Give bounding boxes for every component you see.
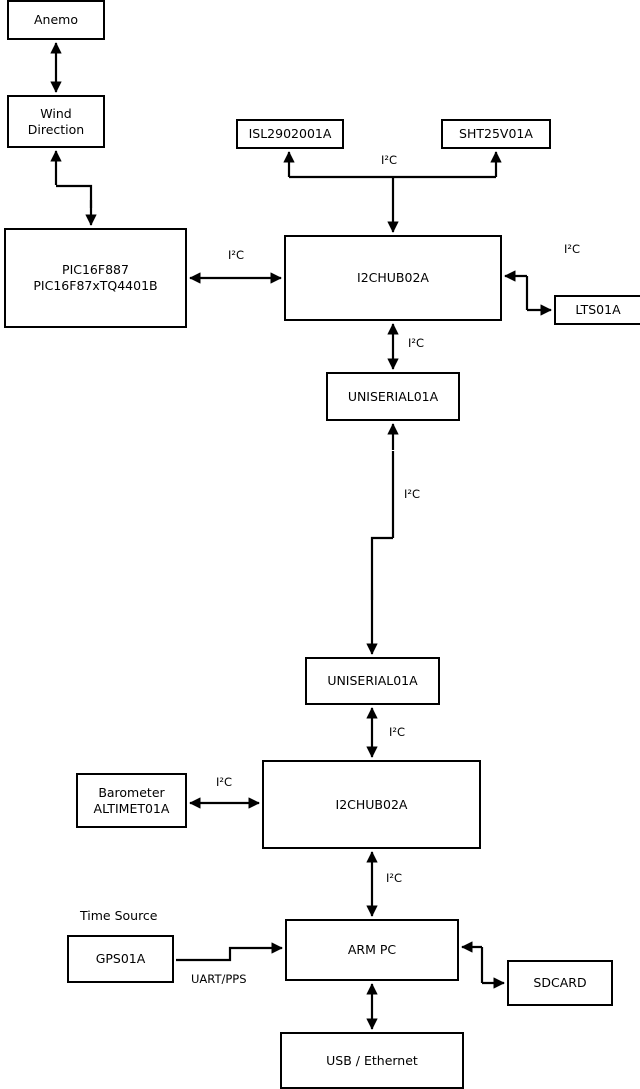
label-time-source: Time Source <box>80 908 158 923</box>
edge-label-i2c-uniserial-hub2: I²C <box>389 725 406 739</box>
node-lts01a[interactable]: LTS01A <box>554 295 640 325</box>
node-wind-direction-label: Wind Direction <box>27 105 85 137</box>
node-sdcard-label: SDCARD <box>533 975 587 991</box>
node-uniserial01a-upper-label: UNISERIAL01A <box>347 388 439 404</box>
edge-label-i2c-hub-uniserial: I²C <box>408 336 425 350</box>
edge-wind-pic-link <box>56 184 93 208</box>
node-pic-mcu[interactable]: PIC16F887 PIC16F87xTQ4401B <box>4 228 187 328</box>
node-wind-direction[interactable]: Wind Direction <box>7 95 105 148</box>
node-anemo-label: Anemo <box>34 12 78 28</box>
node-i2chub02a-top[interactable]: I2CHUB02A <box>284 235 502 321</box>
edge-label-i2c-hub-lts: I²C <box>564 242 581 256</box>
node-barometer-altimet01a-label: Barometer ALTIMET01A <box>93 784 170 816</box>
node-gps01a-label: GPS01A <box>95 951 146 967</box>
edge-label-uart-pps: UART/PPS <box>191 972 247 986</box>
edge-gps-armpc <box>176 942 283 962</box>
node-sdcard[interactable]: SDCARD <box>507 960 613 1006</box>
edge-label-i2c-uniserial-uniserial: I²C <box>404 487 421 501</box>
node-i2chub02a-bottom-label: I2CHUB02A <box>335 796 408 812</box>
edge-label-i2c-barometer-hub2: I²C <box>216 775 233 789</box>
node-usb-ethernet[interactable]: USB / Ethernet <box>280 1032 464 1089</box>
node-arm-pc[interactable]: ARM PC <box>285 919 459 981</box>
node-lts01a-label: LTS01A <box>575 302 621 318</box>
node-pic-mcu-label: PIC16F887 PIC16F87xTQ4401B <box>33 262 158 293</box>
node-i2chub02a-top-label: I2CHUB02A <box>357 270 429 286</box>
node-sht25v01a[interactable]: SHT25V01A <box>441 119 551 149</box>
edge-label-i2c-pic-hub: I²C <box>228 248 245 262</box>
edge-uni-uni-link <box>370 451 395 600</box>
node-gps01a[interactable]: GPS01A <box>67 935 174 983</box>
edge-label-i2c-sensor-bus: I²C <box>381 153 398 167</box>
node-arm-pc-label: ARM PC <box>347 942 397 958</box>
node-i2chub02a-bottom[interactable]: I2CHUB02A <box>262 760 481 849</box>
node-uniserial01a-upper[interactable]: UNISERIAL01A <box>326 372 460 421</box>
node-usb-ethernet-label: USB / Ethernet <box>326 1052 418 1068</box>
node-sht25v01a-label: SHT25V01A <box>459 126 533 142</box>
node-barometer-altimet01a[interactable]: Barometer ALTIMET01A <box>76 773 187 828</box>
node-anemo[interactable]: Anemo <box>7 0 105 40</box>
node-isl2902001a-label: ISL2902001A <box>248 126 332 142</box>
node-uniserial01a-lower-label: UNISERIAL01A <box>327 673 418 689</box>
edge-label-i2c-hub2-armpc: I²C <box>386 871 403 885</box>
node-isl2902001a[interactable]: ISL2902001A <box>236 119 344 149</box>
node-uniserial01a-lower[interactable]: UNISERIAL01A <box>305 657 440 705</box>
